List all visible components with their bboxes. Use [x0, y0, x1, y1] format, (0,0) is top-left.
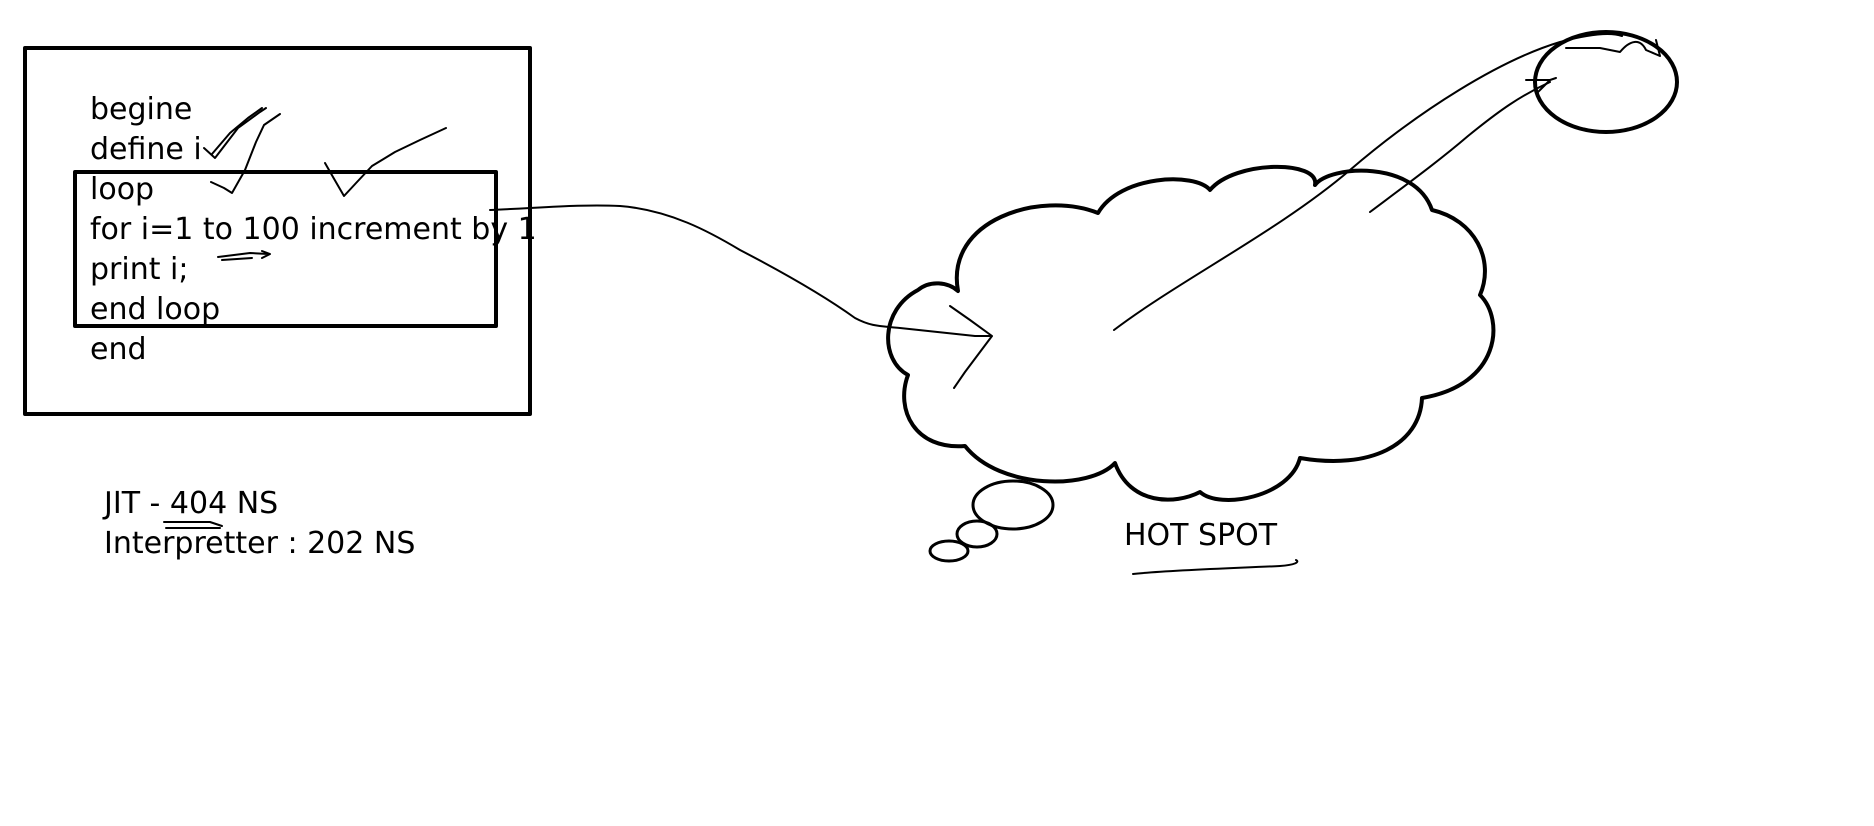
code-line-loop: loop [90, 172, 155, 207]
hot-spot-label: HOT SPOT [1124, 518, 1278, 553]
code-line-end: end [90, 332, 147, 367]
interpreter-timing: Interpretter : 202 NS [104, 526, 416, 561]
hotspot-cloud [886, 164, 1496, 502]
thought-bubble-small [928, 539, 970, 563]
jit-underline [163, 521, 223, 529]
cloud-to-target-line-1 [1113, 33, 1623, 331]
code-line-define: define i [90, 132, 202, 167]
thought-bubble-medium [955, 519, 999, 549]
code-line-begin: begine [90, 92, 193, 127]
underline-100 [217, 250, 271, 261]
code-line-end-loop: end loop [90, 292, 221, 327]
loop-to-hotspot-connector [489, 204, 991, 337]
program-box [23, 46, 532, 416]
code-line-print: print i; [90, 252, 189, 287]
cloud-to-target-line-2 [1369, 81, 1551, 213]
code-line-for: for i=1 to 100 increment by 1 [90, 212, 537, 247]
thought-bubble-large [971, 479, 1055, 531]
loop-box [73, 170, 498, 328]
target-circle [1533, 30, 1679, 134]
hotspot-underline [1132, 559, 1299, 575]
target-scribble [1565, 39, 1661, 57]
target-arrowhead [1525, 77, 1557, 93]
check-mark-1 [203, 107, 267, 159]
check-mark-3 [324, 127, 447, 197]
check-mark-2 [210, 113, 281, 194]
connector-arrowhead [949, 305, 993, 389]
jit-timing: JIT - 404 NS [104, 486, 279, 521]
